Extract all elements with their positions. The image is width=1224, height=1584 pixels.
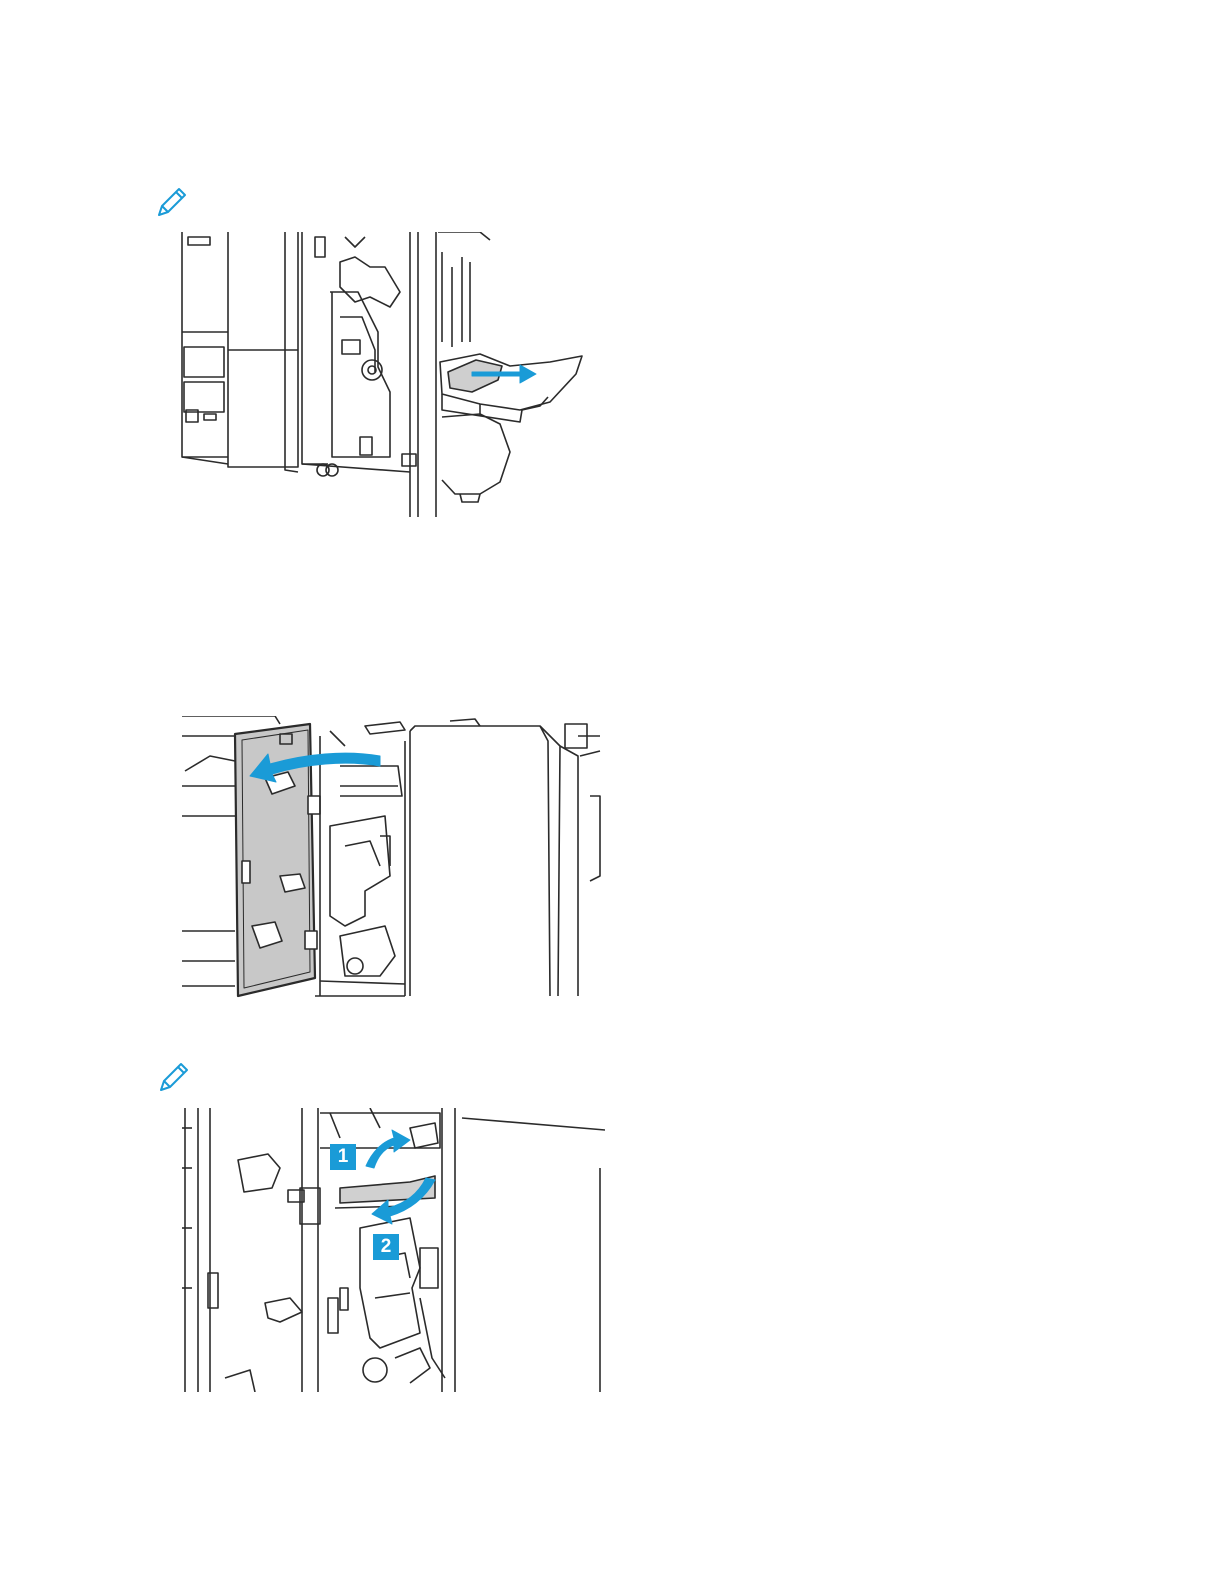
figure-remove-paper-from-tray (180, 232, 590, 517)
step-label: 2 (381, 1236, 392, 1257)
step-badge-1: 1 (330, 1144, 356, 1170)
pencil-note-icon (157, 1060, 191, 1094)
step-badge-2: 2 (373, 1234, 399, 1260)
figure-open-front-door (180, 716, 605, 1000)
step-label: 1 (338, 1146, 349, 1167)
pencil-note-icon (155, 185, 189, 219)
figure-lever-steps: 1 2 (180, 1108, 605, 1392)
